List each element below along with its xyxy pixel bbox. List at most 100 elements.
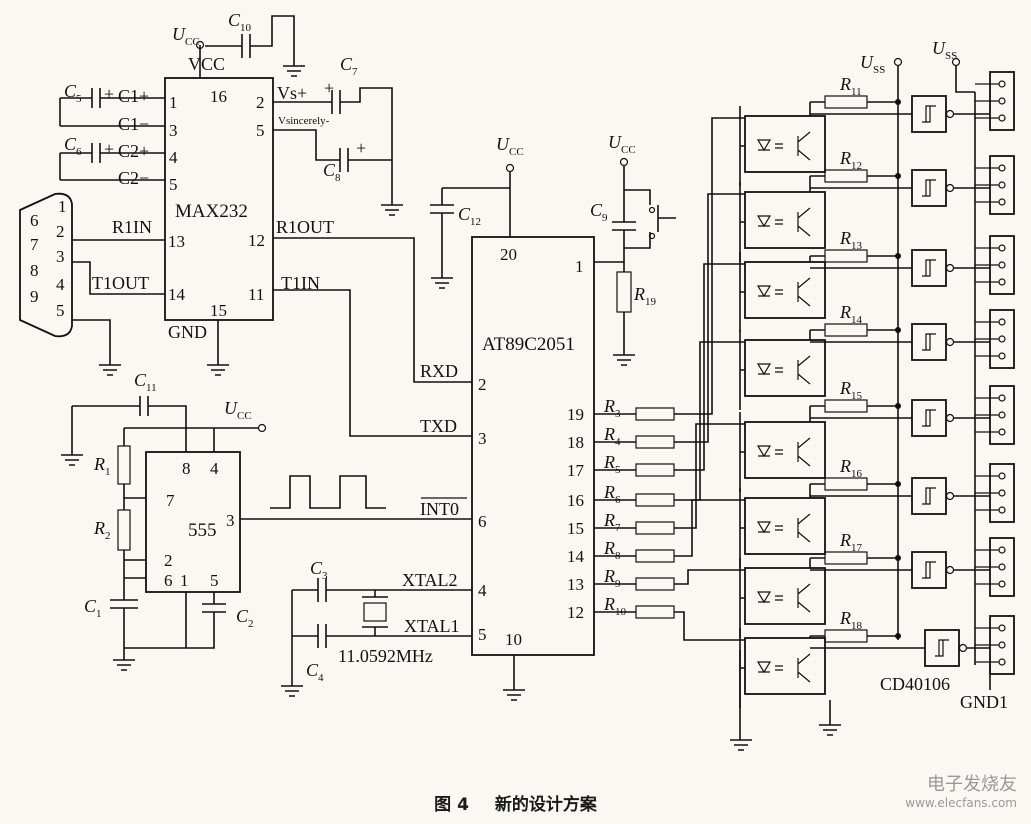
optocoupler-5 [744, 497, 826, 555]
connector-pin-7-1 [998, 641, 1006, 649]
watermark-logo: 电子发烧友 [927, 774, 1017, 795]
opto-led-icon-0 [756, 139, 772, 152]
opto-gnd-link-2 [739, 252, 745, 332]
mcu-wiring [240, 157, 676, 701]
opto-transistor-icon-3 [775, 355, 811, 385]
opto-gnd-link-0 [739, 106, 745, 186]
mcu-port-pin-14: 14 [567, 547, 585, 566]
port-resistor-2 [635, 463, 675, 477]
db9-connector: 1 2 3 4 5 6 7 8 9 [19, 192, 121, 376]
c4-label: C4 [306, 660, 324, 684]
optocoupler-1 [744, 191, 826, 249]
optocoupler-6 [744, 567, 826, 625]
mcu-pin3: 3 [478, 429, 487, 448]
opto-gnd-link-5 [739, 488, 745, 568]
inverter-bubble-4 [945, 413, 955, 423]
ucc-label-mcu: UCC [496, 134, 524, 158]
circuit-schematic: MAX232 16 15 GND VCC C1+ 1 C1− 3 C2+ 4 C… [19, 10, 1015, 751]
schmitt-icon-5 [922, 487, 936, 505]
optocoupler-0 [744, 115, 826, 173]
schmitt-icon-3 [922, 333, 936, 351]
opto-transistor-icon-4 [775, 437, 811, 467]
port-resistor-label-3: R6 [603, 482, 621, 506]
connector-pin-3-1 [998, 335, 1006, 343]
port-route-2 [674, 263, 745, 471]
schmitt-icon-4 [922, 409, 936, 427]
mcu-port-pin-19: 19 [567, 405, 584, 424]
timer555-pin7: 7 [166, 491, 175, 510]
c5-plus: + [104, 84, 114, 104]
c6-plus: + [104, 139, 114, 159]
c6-label: C6 [64, 134, 82, 158]
inverter-3 [911, 323, 947, 361]
port-resistor-7 [635, 605, 675, 619]
port-resistor-1 [635, 435, 675, 449]
mcu-name: AT89C2051 [482, 334, 575, 355]
timer555-pin1: 1 [180, 571, 189, 590]
db9-pin1: 1 [58, 197, 67, 216]
inverter-bubble-3 [945, 337, 955, 347]
inverter-4 [911, 399, 947, 437]
inverter-1 [911, 169, 947, 207]
mcu-xtal1-label: XTAL1 [404, 616, 460, 636]
pullup-wire-4 [809, 405, 825, 422]
pullup-wire-6 [809, 557, 825, 568]
port-route-1 [674, 193, 745, 443]
max232-name: MAX232 [175, 201, 248, 222]
crystal-frequency-label: 11.0592MHz [338, 646, 433, 666]
max232-pin11: 11 [248, 285, 264, 304]
connector-pin-1-2 [998, 198, 1006, 206]
ucc-label-max232: UCC [172, 24, 200, 48]
c7-label: C7 [340, 54, 358, 78]
db9-pin7: 7 [30, 235, 39, 254]
port-resistor-label-6: R9 [603, 566, 621, 590]
figure-number: 图 4 [434, 795, 469, 815]
mcu-pin1: 1 [575, 257, 584, 276]
inverter-5 [911, 477, 947, 515]
timer555-wiring [61, 396, 267, 671]
inverter-bubble-7 [958, 643, 968, 653]
schmitt-icon-7 [935, 639, 949, 657]
port-resistor-0 [635, 407, 675, 421]
inverter-bubble-6 [945, 565, 955, 575]
port-resistor-label-2: R5 [603, 452, 621, 476]
opto-transistor-icon-5 [775, 513, 811, 543]
timer555-pin5: 5 [210, 571, 219, 590]
connector-pin-2-0 [998, 244, 1006, 252]
pullup-resistor-label-4: R15 [839, 378, 863, 402]
opto-led-icon-6 [756, 591, 772, 604]
pullup-resistor-label-5: R16 [839, 456, 863, 480]
port-resistor-label-4: R7 [603, 510, 621, 534]
max232-vcc-label: VCC [188, 54, 225, 74]
max232-pin13: 13 [168, 232, 185, 251]
connector-pin-7-2 [998, 658, 1006, 666]
inverter-7 [924, 629, 960, 667]
c9-label: C9 [590, 200, 608, 224]
opto-gnd-link-6 [739, 558, 745, 638]
pullup-wire-3 [809, 329, 825, 340]
watermark: 电子发烧友 www.elecfans.com [905, 770, 1017, 810]
max232-r1out-label: R1OUT [276, 217, 334, 237]
connector-pin-3-2 [998, 352, 1006, 360]
opto-led-icon-4 [756, 445, 772, 458]
timer555-pin3: 3 [226, 511, 235, 530]
mcu-port-pin-13: 13 [567, 575, 584, 594]
c2-label: C2 [236, 606, 254, 630]
c8-plus: + [356, 138, 366, 158]
mcu-port-pin-15: 15 [567, 519, 584, 538]
opto-gnd-link-1 [739, 182, 745, 262]
max232-pin15: 15 [210, 301, 227, 320]
optocoupler-2 [744, 261, 826, 319]
connector-pin-0-2 [998, 114, 1006, 122]
ucc-label-reset: UCC [608, 132, 636, 156]
mcu-chip: AT89C2051 20 1 10 RXD 2 TXD 3 INT0 6 XTA… [402, 236, 595, 656]
mcu-port-pin-16: 16 [567, 491, 584, 510]
opto-led-icon-1 [756, 215, 772, 228]
connector-pin-2-1 [998, 261, 1006, 269]
max232-t1in-label: T1IN [281, 273, 320, 293]
port-resistor-5 [635, 549, 675, 563]
connector-pin-4-2 [998, 428, 1006, 436]
opto-transistor-icon-1 [775, 207, 811, 237]
watermark-url: www.elecfans.com [905, 796, 1017, 810]
db9-pin5: 5 [56, 301, 65, 320]
